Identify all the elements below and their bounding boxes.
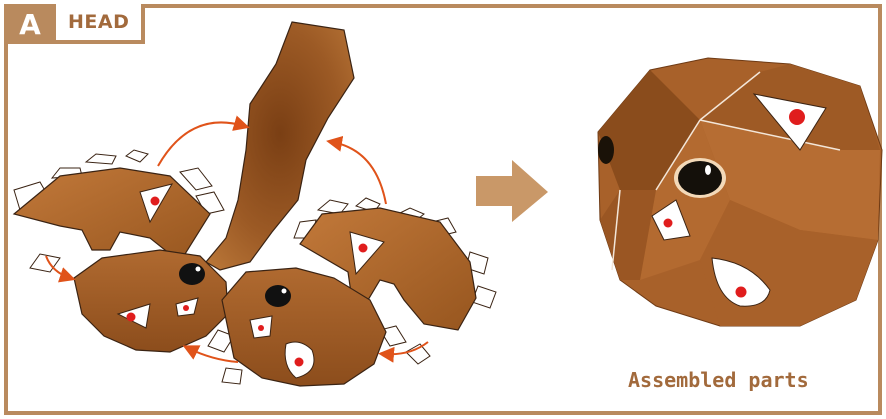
curved-arrow-icon <box>45 115 429 363</box>
alignment-marks <box>116 183 385 379</box>
section-frame <box>4 4 882 415</box>
section-header: A HEAD <box>4 4 146 44</box>
unfolded-pattern <box>12 21 497 387</box>
right-arrow-icon <box>476 160 548 222</box>
section-letter: A <box>4 4 56 44</box>
eye-icon <box>179 263 291 307</box>
assembled-head <box>597 57 883 327</box>
section-title: HEAD <box>56 4 146 44</box>
assembled-caption: Assembled parts <box>628 368 809 392</box>
